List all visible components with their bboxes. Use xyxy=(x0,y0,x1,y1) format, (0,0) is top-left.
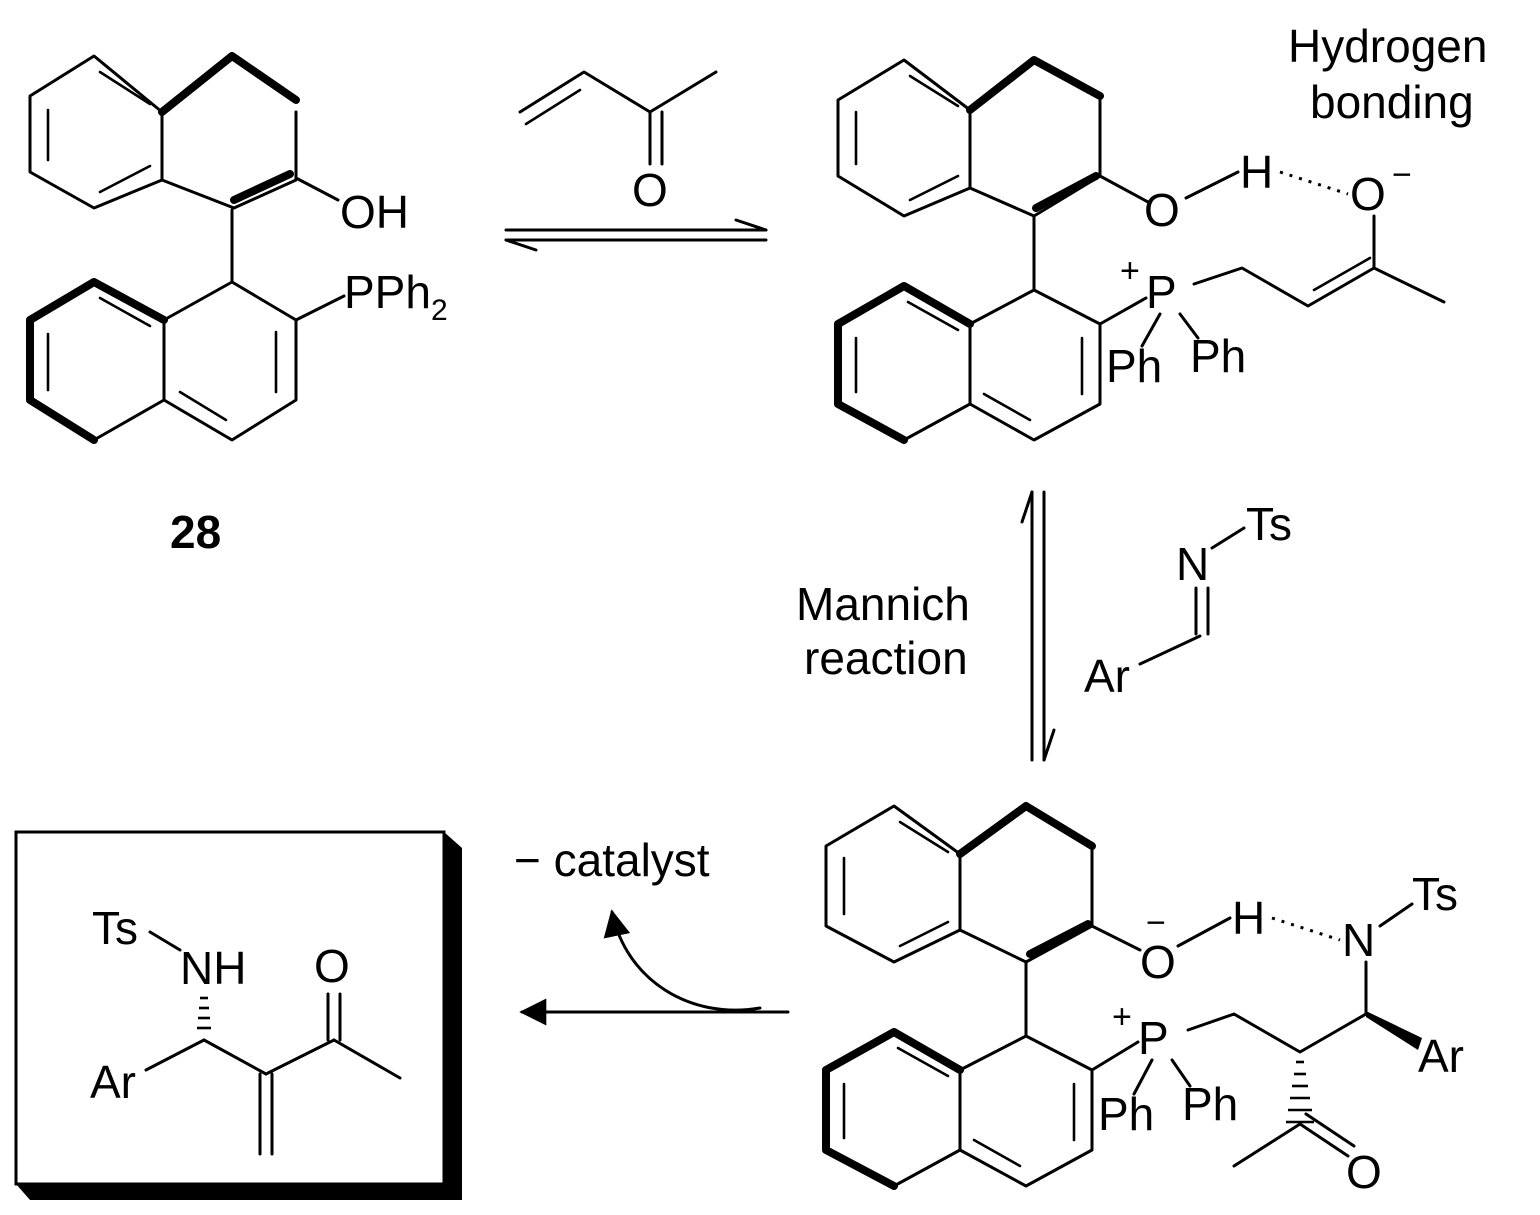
note-hydrogen: Hydrogen xyxy=(1288,20,1487,72)
ad-ph-1: Ph xyxy=(1098,1088,1154,1140)
ad-plus: + xyxy=(1112,998,1132,1036)
zw-ph-1: Ph xyxy=(1106,340,1162,392)
imine-ts: Ts xyxy=(1246,498,1292,550)
product-oxygen: O xyxy=(314,940,350,992)
ad-backbone xyxy=(1186,1012,1368,1054)
pph2-label: PPh2 xyxy=(344,266,448,327)
catalyst-curved-arrow xyxy=(603,909,762,1012)
ad-lower-ring xyxy=(822,1028,1094,1190)
zw-enolate-chain xyxy=(1192,266,1446,308)
ad-ts: Ts xyxy=(1412,868,1458,920)
ad-phosphorus: P xyxy=(1138,1012,1169,1064)
ad-ph-2: Ph xyxy=(1182,1078,1238,1130)
o-bond xyxy=(294,176,340,202)
zw-phenol-oxygen: O xyxy=(1144,184,1180,236)
zw-upper-ring xyxy=(836,56,1104,218)
equilibrium-arrow-top xyxy=(504,218,768,252)
ad-wedge-ar xyxy=(1366,1011,1422,1050)
methyl-vinyl-ketone: O xyxy=(518,70,718,216)
zw-minus: − xyxy=(1392,156,1412,194)
zw-ph-2: Ph xyxy=(1190,330,1246,382)
p-bond xyxy=(294,294,346,322)
imine-ar: Ar xyxy=(1084,650,1130,702)
zw-hydrogen: H xyxy=(1240,146,1273,198)
ad-hydrogen: H xyxy=(1232,892,1265,944)
product-box: Ts NH Ar O xyxy=(14,830,462,1200)
mannich-adduct: − O H N Ts + P Ph Ph Ar xyxy=(822,802,1464,1198)
hydrogen-bond xyxy=(1279,170,1349,196)
zwitterion-intermediate: O H O − Hydrogen bonding + P Ph Ph xyxy=(834,20,1487,444)
mannich-line-2: reaction xyxy=(804,632,968,684)
release-label: − catalyst xyxy=(514,834,710,886)
ad-hydrogen-bond xyxy=(1271,916,1341,942)
product-box-frame xyxy=(14,830,446,1186)
mannich-line-1: Mannich xyxy=(796,578,970,630)
ad-nitrogen: N xyxy=(1342,914,1375,966)
ad-minus: − xyxy=(1146,904,1166,942)
zw-phosphorus: P xyxy=(1146,266,1177,318)
oh-label: OH xyxy=(340,186,409,238)
product-hash xyxy=(197,996,211,1030)
zw-lower-ring xyxy=(834,282,1102,444)
imine-n: N xyxy=(1176,538,1209,590)
imine-reagent: Ts N Ar xyxy=(1084,498,1292,702)
equilibrium-arrow-mannich xyxy=(1020,490,1056,762)
ad-upper-ring xyxy=(824,802,1096,964)
binaphthyl-upper-ring xyxy=(28,52,300,210)
product-ts: Ts xyxy=(92,902,138,954)
catalyst-28: OH PPh2 28 xyxy=(26,52,448,558)
mvk-oxygen: O xyxy=(632,164,668,216)
compound-number: 28 xyxy=(170,506,221,558)
zw-plus: + xyxy=(1120,252,1140,290)
ad-ketone-oxygen: O xyxy=(1346,1146,1382,1198)
zw-enolate-oxygen: O xyxy=(1350,168,1386,220)
binaphthyl-lower-ring xyxy=(26,278,298,444)
note-bonding: bonding xyxy=(1310,76,1474,128)
ad-hash-acetyl xyxy=(1286,1060,1314,1124)
product-nh: NH xyxy=(180,942,246,994)
product-ar: Ar xyxy=(90,1056,136,1108)
ad-ar: Ar xyxy=(1418,1030,1464,1082)
ad-phenoxide-oxygen: O xyxy=(1140,936,1176,988)
